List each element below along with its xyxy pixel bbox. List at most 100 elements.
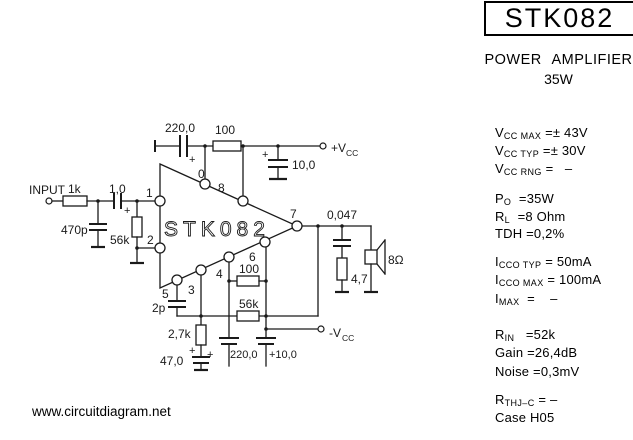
capacitor-10u-top-label: 10,0 <box>292 158 316 172</box>
capacitor-470p-label: 470p <box>61 223 88 237</box>
watermark-url: www.circuitdiagram.net <box>32 404 171 419</box>
spec-base: R <box>495 209 505 224</box>
resistor-2_7k-label: 2,7k <box>168 327 192 341</box>
vcc-negative-sub: CC <box>342 333 354 343</box>
speaker-cone <box>376 263 386 275</box>
polarity-plus: + <box>189 345 195 357</box>
spec-value: =0,2% <box>522 226 565 241</box>
spec-base: V <box>495 143 504 158</box>
spec-value: = – <box>541 161 573 176</box>
polarity-plus: + <box>124 205 130 217</box>
resistor-1k-label: 1k <box>68 182 82 196</box>
vcc-positive-sub: CC <box>346 148 358 158</box>
spec-rl: RL =8 Ohm <box>495 209 566 225</box>
polarity-plus: + <box>189 154 195 166</box>
speaker-cone <box>376 239 386 251</box>
pin-0 <box>199 178 211 190</box>
resistor-100-top-label: 100 <box>215 123 235 137</box>
spec-sub: MAX <box>498 297 520 307</box>
spec-value: =± 43V <box>541 125 588 140</box>
spec-base: V <box>495 125 504 140</box>
pin-2 <box>154 242 166 254</box>
spec-value: = 100mA <box>543 272 602 287</box>
resistor-56k-feedback <box>236 310 260 322</box>
spec-vcc-max: VCC MAX =± 43V <box>495 125 588 141</box>
spec-case: Case H05 <box>495 410 554 425</box>
polarity-plus: + <box>262 149 268 161</box>
pin-4 <box>223 251 235 263</box>
spec-sub: THJ–C <box>504 398 535 408</box>
spec-value: =35W <box>511 191 555 206</box>
capacitor-220u-bottom-label: 220,0 <box>230 349 258 361</box>
resistor-56k-feedback-label: 56k <box>239 297 259 311</box>
spec-tdh: TDH =0,2% <box>495 226 564 241</box>
resistor-4_7 <box>336 257 348 281</box>
capacitor-47u-label: 47,0 <box>160 354 184 368</box>
spec-base: V <box>495 161 504 176</box>
spec-sub: CCO MAX <box>498 278 544 288</box>
capacitor-1u-label: 1,0 <box>109 182 126 196</box>
pin-6-label: 6 <box>249 250 256 264</box>
spec-base: Noise <box>495 364 530 379</box>
spec-base: I <box>495 254 499 269</box>
spec-vcc-typ: VCC TYP =± 30V <box>495 143 586 159</box>
spec-sub: L <box>504 215 510 225</box>
circuit-schematic: STK082 <box>29 121 404 372</box>
spec-value: =8 Ohm <box>510 209 566 224</box>
spec-base: P <box>495 191 504 206</box>
spec-sub: CC TYP <box>503 149 540 159</box>
capacitor-0047-label: 0,047 <box>327 208 357 222</box>
spec-imax: IMAX = – <box>495 291 558 307</box>
spec-base: Gain <box>495 345 524 360</box>
spec-vcc-rng: VCC RNG = – <box>495 161 573 177</box>
pin-3-label: 3 <box>188 283 195 297</box>
pin-5 <box>171 274 183 286</box>
spec-sub: CC RNG <box>503 167 542 177</box>
power-rating: 35W <box>544 71 573 87</box>
positive-supply-network <box>154 135 327 197</box>
resistor-100-feedback-label: 100 <box>239 262 259 276</box>
spec-rin: RIN =52k <box>495 327 556 343</box>
ic-pins <box>154 178 303 286</box>
spec-rthj-c: RTHJ–C = – <box>495 392 557 408</box>
schematic-labels: INPUT 1k 1,0 + 470p 56k 1 2 220,0 + 100 … <box>29 121 404 368</box>
spec-value: =0,3mV <box>529 364 580 379</box>
vcc-negative-label: -V <box>329 326 341 340</box>
spec-icco-max: ICCO MAX = 100mA <box>495 272 602 288</box>
capacitor-220u-top-label: 220,0 <box>165 121 195 135</box>
pin-1-label: 1 <box>146 186 153 200</box>
part-number-box: STK082 <box>484 1 633 36</box>
output-network <box>301 224 386 317</box>
spec-list: VCC MAX =± 43V VCC TYP =± 30V VCC RNG = … <box>484 0 633 440</box>
resistor-100-top <box>212 140 242 152</box>
polarity-plus: + <box>207 349 213 361</box>
capacitor-2p-label: 2p <box>152 301 166 315</box>
spec-base: I <box>495 291 499 306</box>
pin-4-label: 4 <box>216 267 223 281</box>
resistor-56k-input-label: 56k <box>110 233 130 247</box>
input-terminal <box>45 197 53 205</box>
vcc-positive-label: +V <box>331 141 346 155</box>
pin-8 <box>237 195 249 207</box>
spec-value: =± 30V <box>539 143 586 158</box>
pin-2-label: 2 <box>147 233 154 247</box>
feedback-network <box>168 246 325 372</box>
spec-value: =52k <box>514 327 556 342</box>
spec-value: = 50mA <box>541 254 592 269</box>
spec-base: R <box>495 327 505 342</box>
spec-icco-typ: ICCO TYP = 50mA <box>495 254 592 270</box>
spec-base: R <box>495 392 505 407</box>
spec-base: Case H05 <box>495 410 555 425</box>
spec-value: = – <box>519 291 558 306</box>
spec-noise: Noise =0,3mV <box>495 364 579 379</box>
pin-6 <box>259 236 271 248</box>
speaker-body <box>364 249 378 265</box>
pin-3 <box>195 264 207 276</box>
amplifier-ic: STK082 <box>159 162 299 290</box>
spec-base: TDH <box>495 226 523 241</box>
spec-value: =26,4dB <box>523 345 578 360</box>
pin-1 <box>154 195 166 207</box>
spec-sub: CCO TYP <box>498 260 542 270</box>
spec-base: I <box>495 272 499 287</box>
